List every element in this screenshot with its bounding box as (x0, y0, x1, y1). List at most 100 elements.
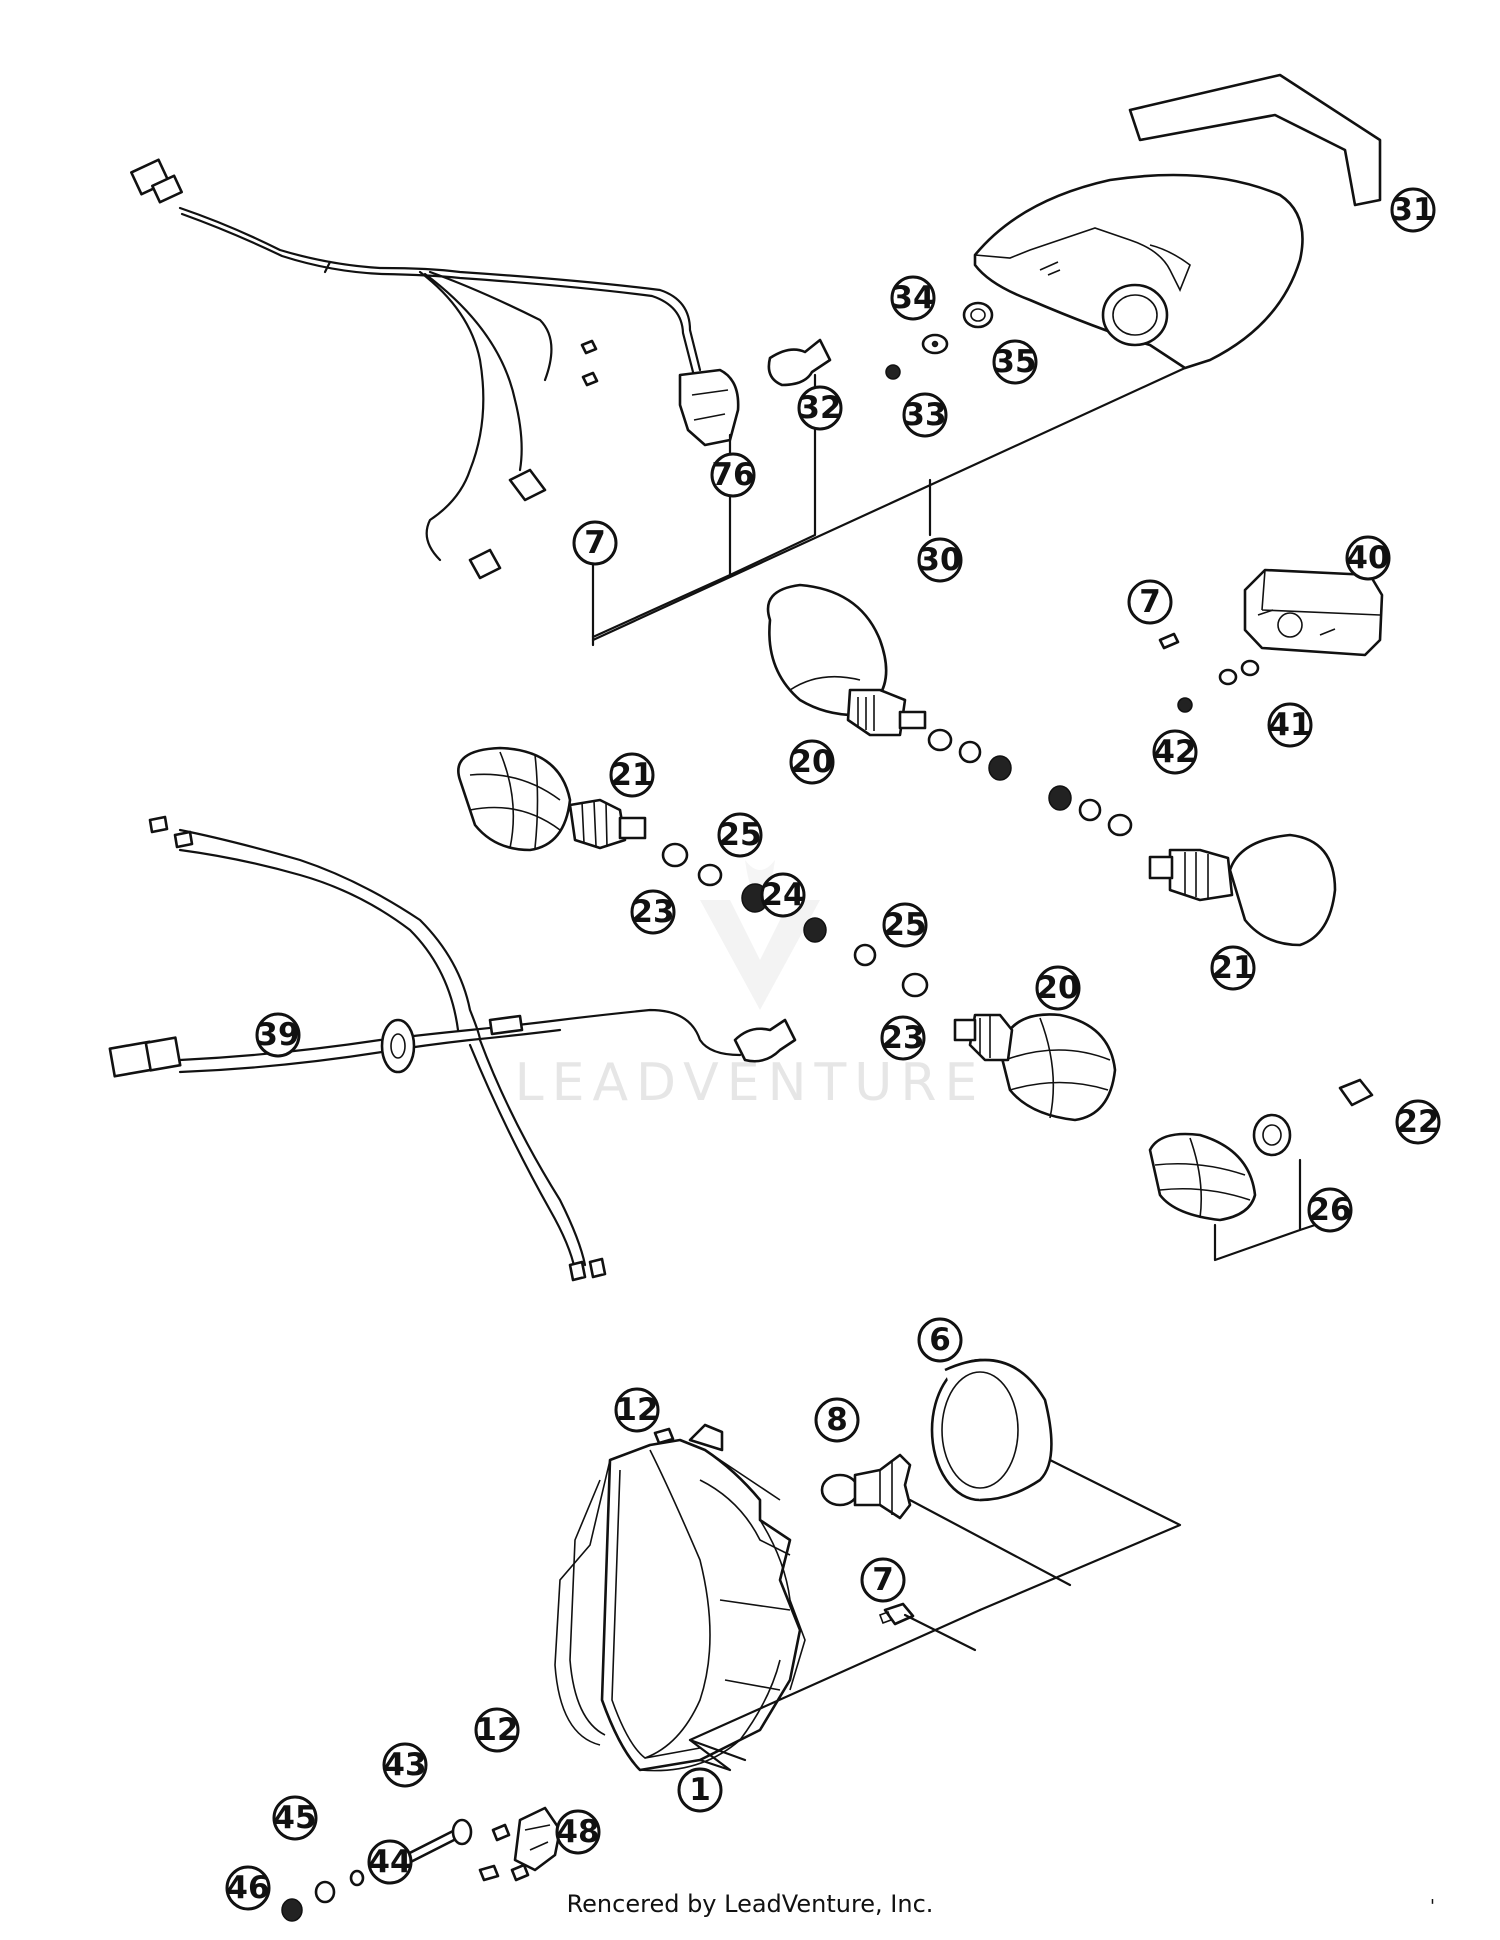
turn-signal-21-right (1148, 833, 1337, 947)
svg-text:22: 22 (1396, 1104, 1439, 1140)
callout-20-upper: 20 (789, 739, 835, 785)
svg-text:44: 44 (368, 1844, 411, 1880)
callout-24: 24 (760, 872, 806, 918)
pilot-bulb-7 (883, 1602, 915, 1626)
callout-33: 33 (902, 392, 948, 438)
callout-76: 76 (710, 452, 756, 498)
callout-21-right: 21 (1210, 945, 1256, 991)
callout-8: 8 (814, 1397, 860, 1443)
turn-signal-lens-26 (1148, 1132, 1257, 1222)
turn-signal-20-upper (766, 583, 927, 737)
svg-text:33: 33 (903, 397, 946, 433)
callout-34: 34 (890, 275, 936, 321)
nut-24b (803, 917, 827, 943)
callout-7-pilot: 7 (860, 1557, 906, 1603)
callout-30: 30 (917, 537, 963, 583)
svg-text:21: 21 (610, 757, 653, 793)
callout-35: 35 (992, 339, 1038, 385)
callout-40: 40 (1345, 535, 1391, 581)
tail-light-cover (1128, 73, 1382, 207)
svg-text:41: 41 (1268, 707, 1311, 743)
bracket-48 (510, 1806, 562, 1882)
bulb-7-license (1158, 632, 1180, 650)
callout-46: 46 (225, 1865, 271, 1911)
svg-text:26: 26 (1308, 1192, 1351, 1228)
svg-text:32: 32 (798, 390, 841, 426)
tail-light-wiring (130, 158, 702, 562)
svg-text:48: 48 (556, 1814, 599, 1850)
svg-text:7: 7 (584, 525, 606, 561)
callout-7-tail: 7 (572, 520, 618, 566)
svg-text:21: 21 (1211, 950, 1254, 986)
callout-42: 42 (1152, 729, 1198, 775)
nut-46 (281, 1898, 303, 1922)
svg-text:7: 7 (872, 1562, 894, 1598)
callout-31: 31 (1390, 187, 1436, 233)
bulb-socket (678, 368, 740, 447)
tail-bulb (767, 338, 832, 387)
svg-text:42: 42 (1153, 734, 1196, 770)
nut-33 (885, 364, 901, 380)
callout-23-right: 23 (880, 1015, 926, 1061)
svg-text:25: 25 (718, 817, 761, 853)
svg-text:46: 46 (226, 1870, 269, 1906)
lock-washer-25b (853, 943, 877, 967)
grommet-35 (962, 301, 994, 329)
nut-upper-2 (1048, 785, 1072, 811)
callout-7-license: 7 (1127, 579, 1173, 625)
headlight-housing (554, 1423, 806, 1772)
callout-26: 26 (1307, 1187, 1353, 1233)
headlight-rubber-ring (930, 1358, 1053, 1502)
callout-23-left: 23 (630, 889, 676, 935)
headlight-bulb-h4 (820, 1453, 912, 1520)
callout-48: 48 (555, 1809, 601, 1855)
nut-upper-1 (988, 755, 1012, 781)
callout-12-top: 12 (614, 1387, 660, 1433)
svg-text:23: 23 (631, 894, 674, 930)
lock-washer-25a (697, 863, 723, 887)
svg-text:76: 76 (711, 457, 754, 493)
callout-22: 22 (1395, 1099, 1441, 1145)
render-credit: Rencered by LeadVenture, Inc. (566, 1890, 934, 1918)
svg-text:35: 35 (993, 344, 1036, 380)
callout-41: 41 (1267, 702, 1313, 748)
svg-text:34: 34 (891, 280, 934, 316)
washer-45 (314, 1880, 336, 1904)
svg-text:40: 40 (1346, 540, 1389, 576)
callout-25-right: 25 (882, 902, 928, 948)
svg-text:6: 6 (929, 1322, 951, 1358)
nut-42 (1177, 697, 1193, 713)
screw-12-bottom (478, 1864, 500, 1882)
washer-41a (1218, 668, 1238, 686)
svg-text:20: 20 (1036, 970, 1079, 1006)
bulb-holder-26 (1252, 1113, 1292, 1157)
svg-text:24: 24 (761, 877, 804, 913)
watermark-logo (700, 860, 820, 1010)
callout-45: 45 (272, 1795, 318, 1841)
callout-1: 1 (677, 1767, 723, 1813)
svg-text:45: 45 (273, 1800, 316, 1836)
callout-25-left: 25 (717, 812, 763, 858)
callout-6: 6 (917, 1317, 963, 1363)
tail-light-housing (973, 173, 1304, 370)
washer-upper-1 (927, 728, 953, 752)
callout-12-bottom: 12 (474, 1707, 520, 1753)
washer-upper-2 (1107, 813, 1133, 837)
tail-light-lens-ring (1101, 283, 1169, 347)
svg-text:12: 12 (475, 1712, 518, 1748)
bulb-22 (1338, 1078, 1374, 1107)
callout-39: 39 (255, 1012, 301, 1058)
svg-text:25: 25 (883, 907, 926, 943)
callout-20-lower: 20 (1035, 965, 1081, 1011)
turn-signal-20-lower (953, 1013, 1117, 1122)
callout-32: 32 (797, 385, 843, 431)
svg-text:8: 8 (826, 1402, 848, 1438)
watermark-text: LEADVENTURE (515, 1053, 986, 1113)
callout-44: 44 (367, 1839, 413, 1885)
washer-41b (1240, 659, 1260, 677)
wiring-harness-39 (108, 815, 797, 1282)
svg-text:7: 7 (1139, 584, 1161, 620)
screw-12-top (653, 1427, 675, 1445)
callout-21-left: 21 (609, 752, 655, 798)
